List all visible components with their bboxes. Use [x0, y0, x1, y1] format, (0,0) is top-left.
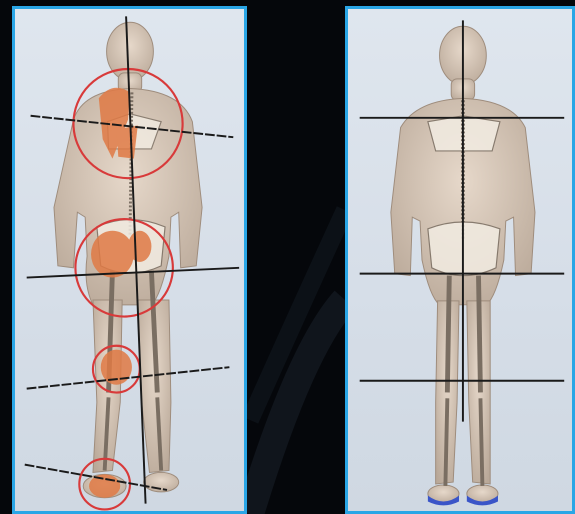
aligned-posture-panel	[345, 6, 575, 514]
misaligned-posture-panel	[12, 6, 247, 514]
misaligned-body-illustration	[15, 9, 244, 511]
aligned-body-illustration	[348, 9, 572, 511]
